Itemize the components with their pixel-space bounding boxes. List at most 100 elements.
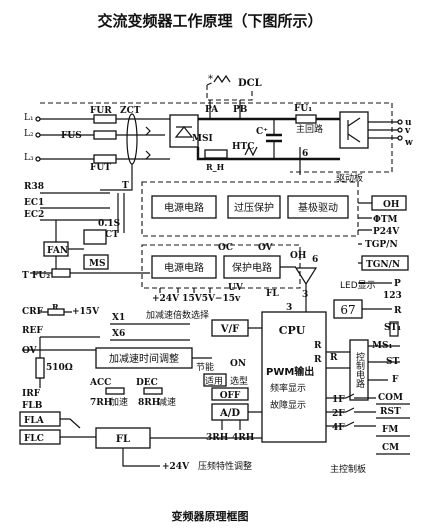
pa-pb-leads [209,100,241,119]
six-mid-label: 6 [312,255,318,265]
v-label: v [404,126,411,136]
l3-terminal [35,156,41,162]
inverter-bridge [339,111,369,149]
plus24-label: +24V [162,462,190,472]
v-terminal [397,127,403,133]
rh7-label: 7RH [90,398,113,408]
fut-label: FUT [90,163,111,173]
oc-label: OC [218,243,233,253]
right-stack-leads [358,202,392,310]
fl-contact [60,418,96,438]
drive-board-label: 驱动板 [336,172,363,184]
oh-mid-label: OH [290,251,307,261]
adjust-box [203,373,227,387]
cm-label: CM [382,443,399,453]
t-mark: T [122,181,129,191]
power-circuit-mid-box [151,255,217,279]
u-label: u [405,118,412,128]
vf-label: V/F [220,324,240,335]
ec2-label: EC2 [24,210,44,220]
act-rating: 0.1S [98,219,120,229]
terminal-lines [376,403,410,455]
fm-label: FM [382,425,398,435]
flc-label: FLC [24,434,44,444]
fu2-label: FU₂ [32,271,50,281]
ms-box [83,254,109,270]
rh-label: R_H [206,162,225,172]
transistor-symbol [347,117,361,143]
oh-right-label: OH [383,200,400,210]
adjust-label: 适用 [205,376,223,387]
off-box [211,387,249,401]
fuse-t [93,154,117,164]
f1-label: 1F [332,395,345,405]
acc-label: ACC [89,378,111,388]
fuse-fu1 [295,114,317,124]
control-circuit-box [349,339,369,401]
r510-label: 510Ω [46,363,73,373]
control-circuit-label: 控制电路 [354,351,365,389]
n123-label: 123 [383,291,402,301]
w-terminal [397,135,403,141]
ad-label: A/D [219,408,240,419]
l2-label: L₂ [24,129,34,139]
dc-bus-negative [196,147,340,161]
protection-circuit-label: 保护电路 [232,261,272,274]
base-drive-label: 基极驱动 [298,201,338,214]
l1-label: L₁ [24,113,34,123]
fla-label: FLA [24,416,45,426]
power-circuit-mid-label: 电源电路 [164,261,204,274]
fuse-fu2 [51,268,71,278]
rectifier-bridge [169,114,199,148]
ms-label: MS [89,259,105,269]
pwm-out-label: PWM输出 [266,365,314,378]
supply-rail-leads [159,288,211,293]
zct-label: ZCT [120,106,141,116]
contact-marks [145,126,151,160]
r510-resistor [35,357,45,379]
transformer-core [117,193,125,233]
p24v-label: P24V [373,227,400,237]
fu1-label: FU₁ [294,104,312,114]
r-crf-label: R [52,302,59,312]
ov-mid-label: OV [258,243,274,253]
l1-terminal [35,116,41,122]
dcl-coil [213,74,231,84]
pa-label: PA [205,105,219,115]
st1-label: ST₁ [384,323,401,333]
dc-capacitor [266,133,282,143]
acc-pot [105,387,125,395]
fl-wiring [122,437,262,467]
six-top-label: 6 [302,149,308,159]
output-lines [368,121,398,139]
x1-label: X1 [112,313,125,323]
ptm-label: ΦTM [373,215,398,225]
t-fu2-t: T [22,271,29,281]
dcl-star: * [208,74,213,85]
power-circuit-top-label: 电源电路 [164,201,204,214]
cpu-label: CPU [279,324,306,337]
p-label: P [394,279,401,289]
overvoltage-protection-label: 过压保护 [234,201,274,214]
ad-wiring [192,327,262,430]
fault-display-label: 故障显示 [270,399,306,411]
w-label: w [404,138,413,148]
accel-time-label: 加减速时间调整 [109,352,179,365]
zct-lead [100,164,133,191]
base-drive-box [287,195,349,219]
main-board-label: 主控制板 [330,463,366,475]
dcl-label: DCL [238,78,262,89]
drive-board-border [141,181,359,237]
on-label: ON [230,359,246,369]
supply-rails-label: +24V 15V5V−15v [152,294,241,304]
flb-label: FLB [22,401,43,411]
fur-label: FUR [90,106,112,116]
zct-core [126,113,138,165]
decel-label: 减速 [158,396,176,408]
off-label: OFF [220,391,241,401]
ref-label: REF [22,326,43,336]
u-terminal [397,119,403,125]
left-feed-lines [40,192,110,221]
op-amp-triangle [294,267,318,286]
com-label: COM [378,393,403,403]
